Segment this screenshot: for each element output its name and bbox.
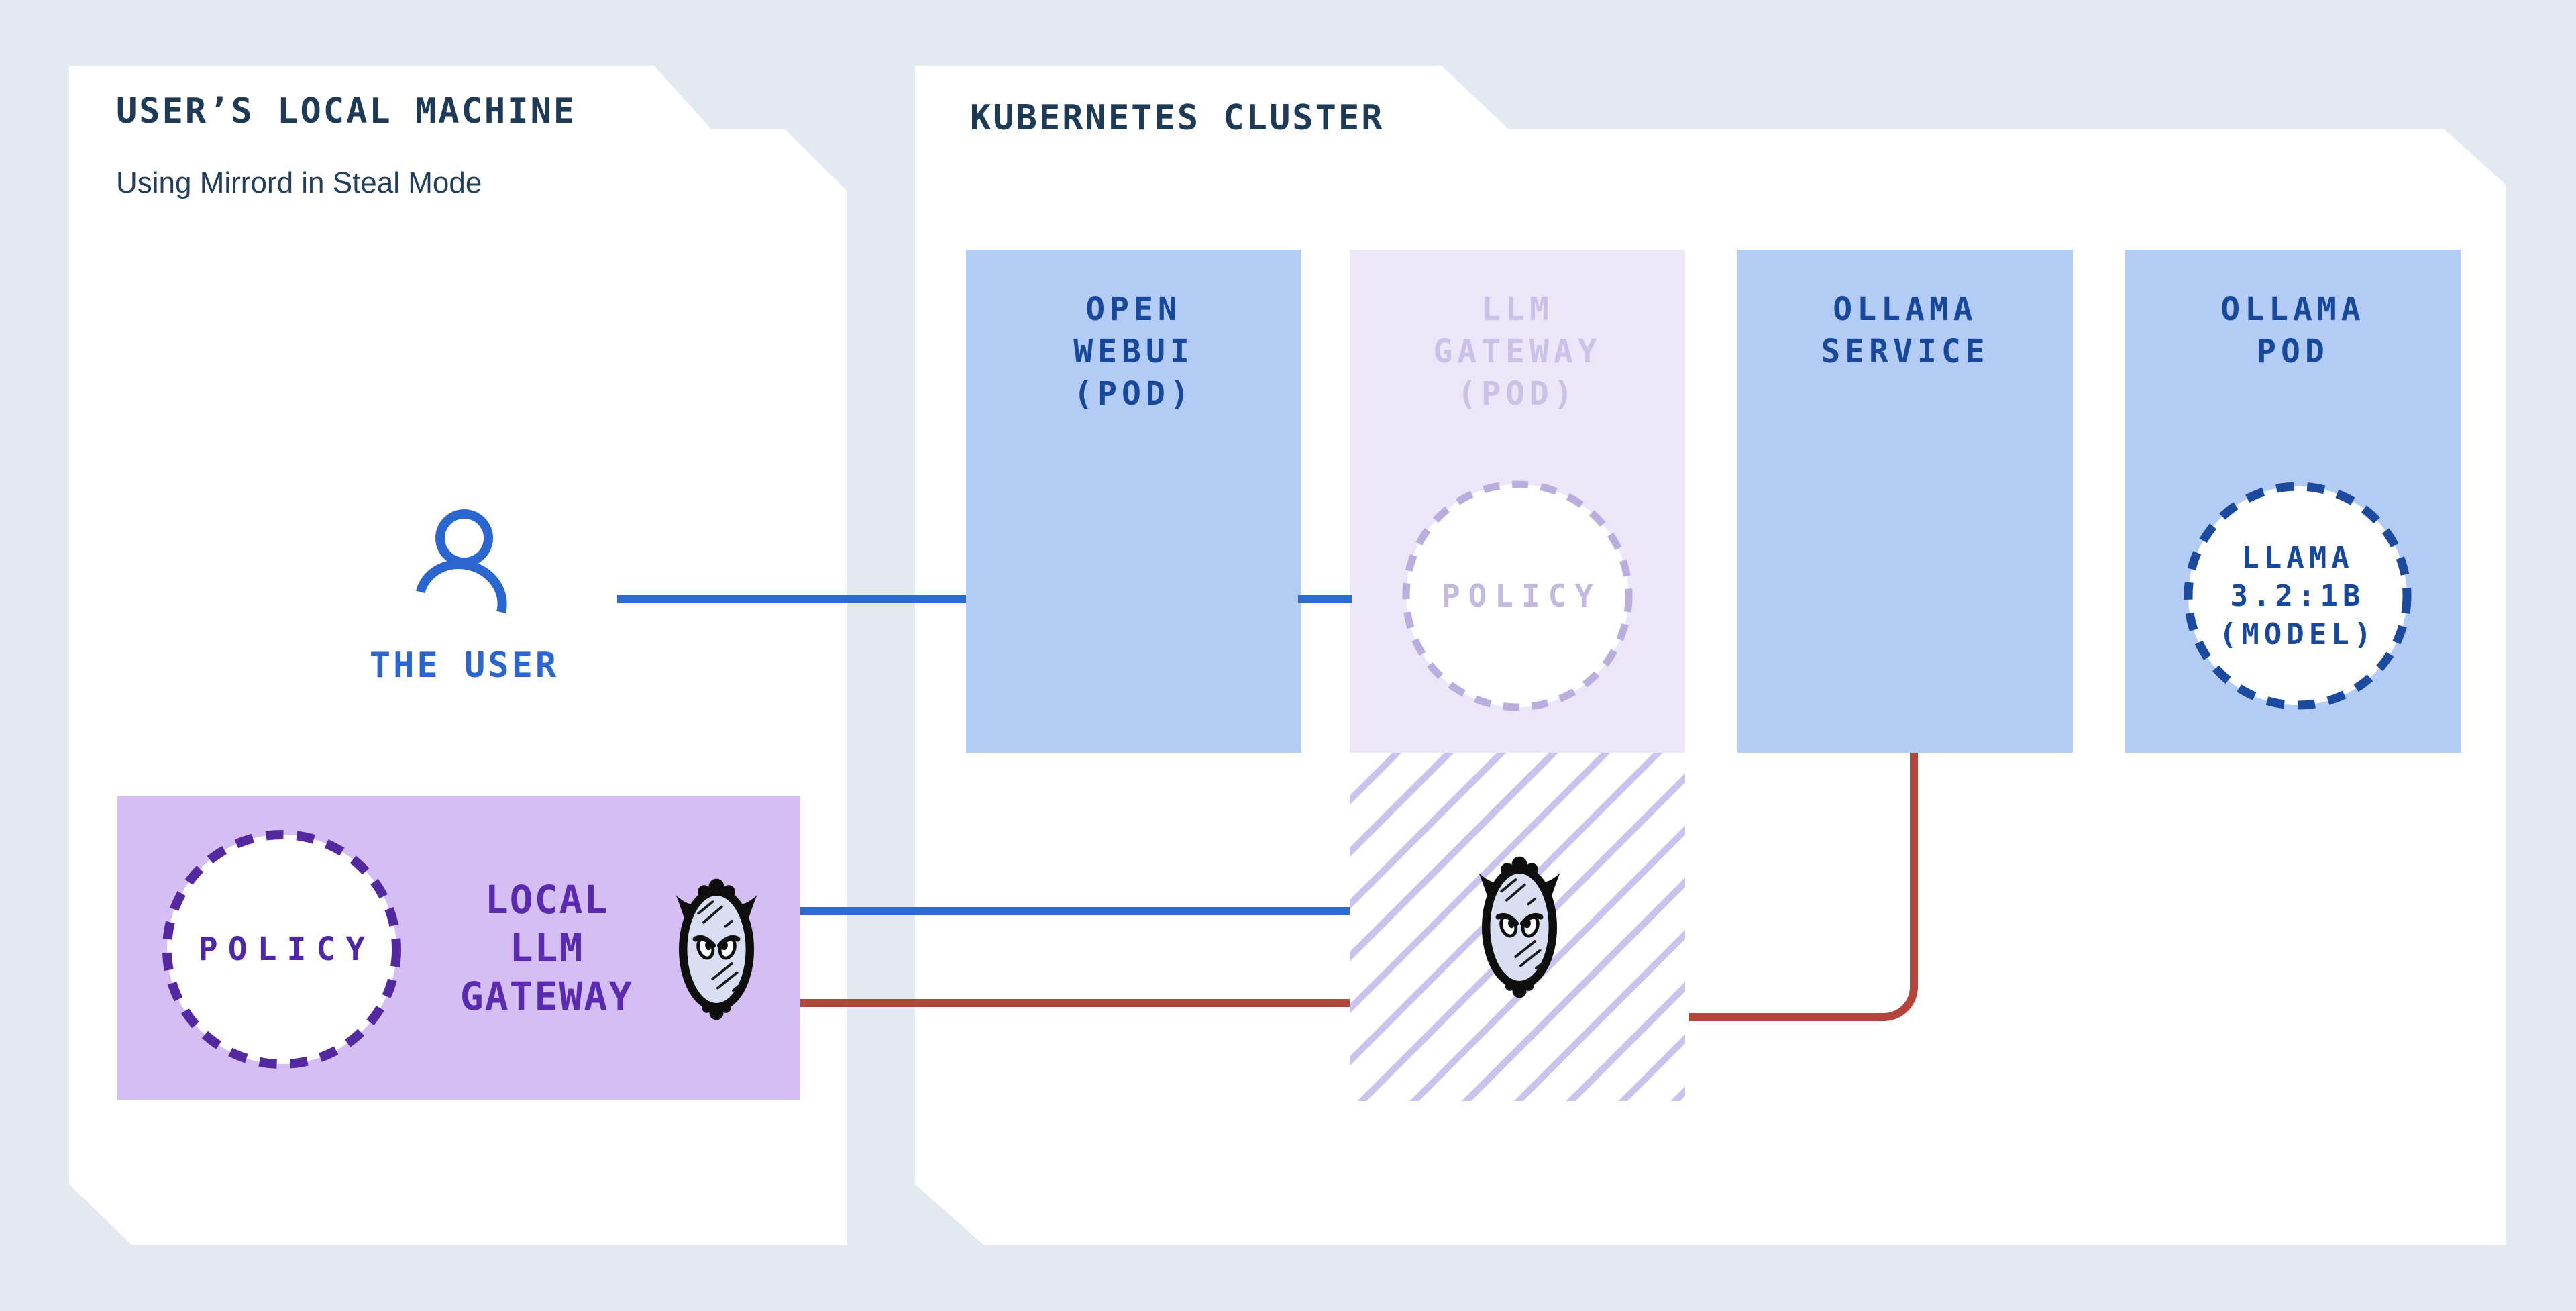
user-icon — [415, 509, 507, 614]
pod-llm-gateway-label: LLM GATEWAY (POD) — [1433, 291, 1602, 413]
user-label: THE USER — [369, 645, 559, 686]
llm-gateway-policy-circle — [1402, 480, 1633, 711]
llm-gateway-policy-label: POLICY — [1441, 578, 1602, 614]
mirrord-mascot-icon — [1474, 851, 1565, 1003]
llama-model-circle — [2184, 482, 2412, 710]
local-machine-title: USER’S LOCAL MACHINE — [116, 91, 577, 132]
local-policy-circle — [162, 830, 401, 1069]
local-machine-panel: USER’S LOCAL MACHINE Using Mirrord in St… — [69, 66, 847, 1245]
local-policy-label: POLICY — [198, 931, 376, 968]
local-machine-subtitle: Using Mirrord in Steal Mode — [116, 166, 482, 199]
mirrord-mascot-icon — [671, 874, 762, 1025]
local-llm-gateway-box: POLICY LOCAL LLM GATEWAY — [117, 796, 800, 1100]
pod-ollama-service-label: OLLAMA SERVICE — [1821, 291, 1990, 370]
pod-open-webui-label: OPEN WEBUI (POD) — [1073, 291, 1194, 413]
local-llm-gateway-label: LOCAL LLM GATEWAY — [460, 877, 634, 1019]
kubernetes-cluster-title: KUBERNETES CLUSTER — [970, 98, 1385, 138]
llama-model-label: LLAMA 3.2:1B (MODEL) — [2218, 540, 2377, 651]
pod-open-webui: OPEN WEBUI (POD) — [966, 250, 1301, 753]
pod-ollama-service: OLLAMA SERVICE — [1737, 250, 2073, 753]
kubernetes-cluster-panel: KUBERNETES CLUSTER OPEN WEBUI (POD) LLM … — [915, 66, 2506, 1245]
pod-ollama-pod-label: OLLAMA POD — [2220, 291, 2365, 370]
